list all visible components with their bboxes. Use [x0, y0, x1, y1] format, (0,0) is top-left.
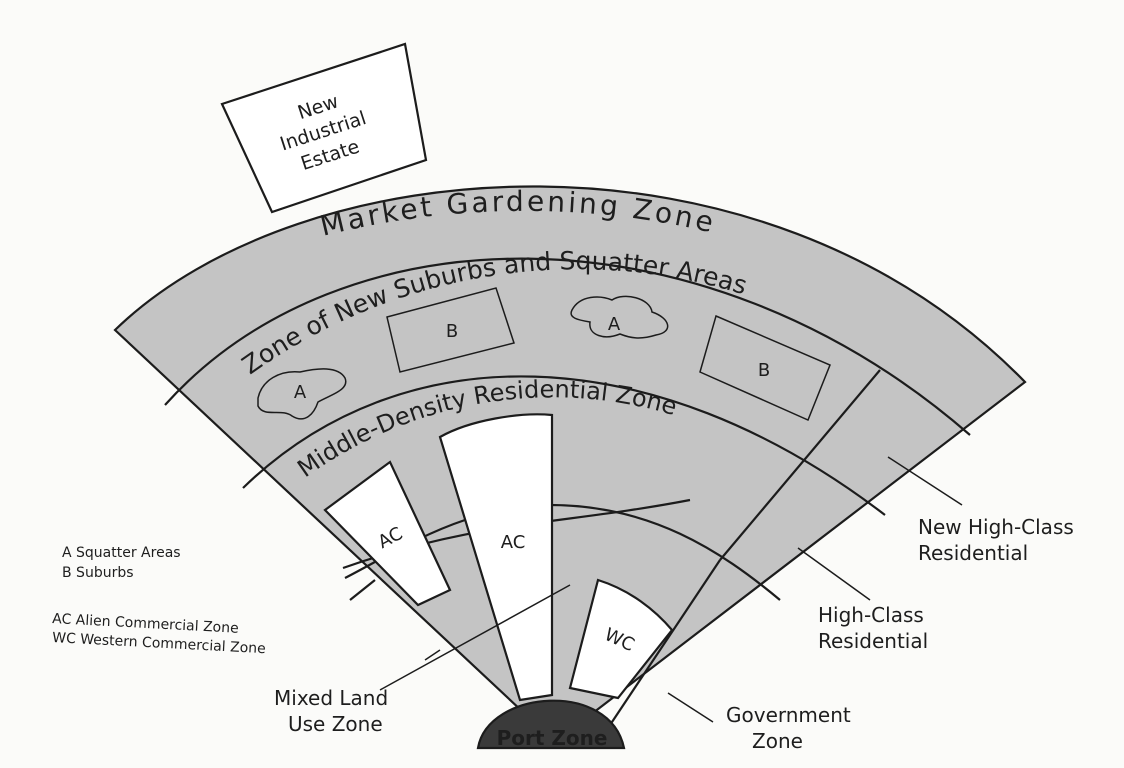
port-zone-label: Port Zone: [497, 726, 608, 750]
suburbs-zone-boundary: [164, 257, 971, 436]
leader-new-high-class: [887, 456, 963, 506]
radial-divider-high-class: [719, 369, 881, 561]
alien-commercial-label-center: AC: [501, 532, 526, 553]
market-gardening-zone: [113, 185, 1027, 744]
new-high-class-label-2: Residential: [918, 541, 1028, 565]
squatter-label-right: A: [608, 314, 621, 335]
alien-commercial-strip-center: [438, 413, 554, 702]
leader-high-class: [797, 547, 871, 601]
middle-density-boundary: [242, 375, 886, 516]
mixed-land-use-label-2: Use Zone: [288, 712, 383, 736]
western-commercial-wedge: [568, 578, 674, 700]
squatter-area-left: [257, 368, 347, 420]
suburb-box-right: [699, 314, 831, 422]
high-class-label-2: Residential: [818, 629, 928, 653]
leader-government: [667, 692, 714, 723]
radial-divider-left: [349, 579, 376, 601]
squatter-area-right: [570, 295, 669, 339]
high-class-label-1: High-Class: [818, 603, 924, 627]
leader-mixed-land-use-short: [424, 649, 441, 661]
industrial-estate-box: [220, 42, 428, 214]
government-label-2: Zone: [752, 729, 803, 753]
suburb-label-right: B: [758, 360, 770, 381]
new-high-class-label-1: New High-Class: [918, 515, 1074, 539]
squatter-label-left: A: [294, 382, 307, 403]
western-commercial-boundary-arc: [549, 503, 781, 601]
port-zone: [476, 699, 626, 750]
mixed-land-use-label-1: Mixed Land: [274, 686, 388, 710]
leader-mixed-land-use: [379, 584, 571, 691]
key-suburbs: B Suburbs: [62, 565, 134, 581]
alien-commercial-strip-left: [323, 460, 452, 607]
suburb-box-left: [386, 287, 515, 373]
key-squatter: A Squatter Areas: [62, 545, 181, 561]
government-label-1: Government: [726, 703, 851, 727]
radial-divider-government: [599, 559, 721, 741]
suburb-label-left: B: [446, 321, 458, 342]
